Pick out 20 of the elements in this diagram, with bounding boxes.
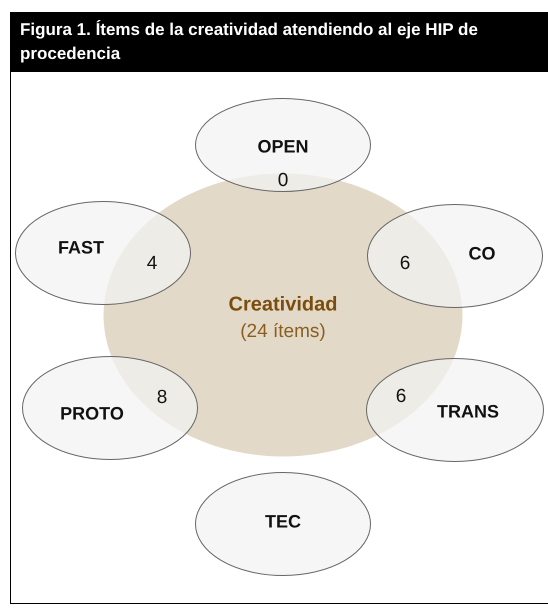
category-ellipse bbox=[22, 356, 198, 460]
overlap-count: 6 bbox=[396, 386, 406, 408]
category-ellipse bbox=[15, 201, 191, 305]
figure-title: Figura 1. Ítems de la creatividad atendiendo al eje HIP de procedencia bbox=[10, 12, 548, 72]
category-label: OPEN bbox=[258, 136, 308, 158]
category-label: FAST bbox=[58, 238, 104, 258]
overlap-count: 4 bbox=[146, 253, 158, 275]
category-label: TEC bbox=[265, 512, 301, 532]
overlap-count: 8 bbox=[156, 387, 168, 409]
overlap-count: 6 bbox=[400, 253, 410, 275]
category-ellipse bbox=[366, 358, 544, 462]
category-label: PROTO bbox=[60, 404, 124, 424]
overlap-count: 0 bbox=[278, 170, 288, 192]
category-label: TRANS bbox=[437, 402, 499, 422]
category-label: CO bbox=[468, 244, 496, 264]
category-ellipse bbox=[195, 98, 371, 192]
item-count: (24 ítems) bbox=[240, 321, 326, 343]
central-title: Creatividad bbox=[228, 294, 338, 316]
category-ellipse bbox=[367, 204, 543, 308]
category-ellipse bbox=[195, 472, 371, 576]
